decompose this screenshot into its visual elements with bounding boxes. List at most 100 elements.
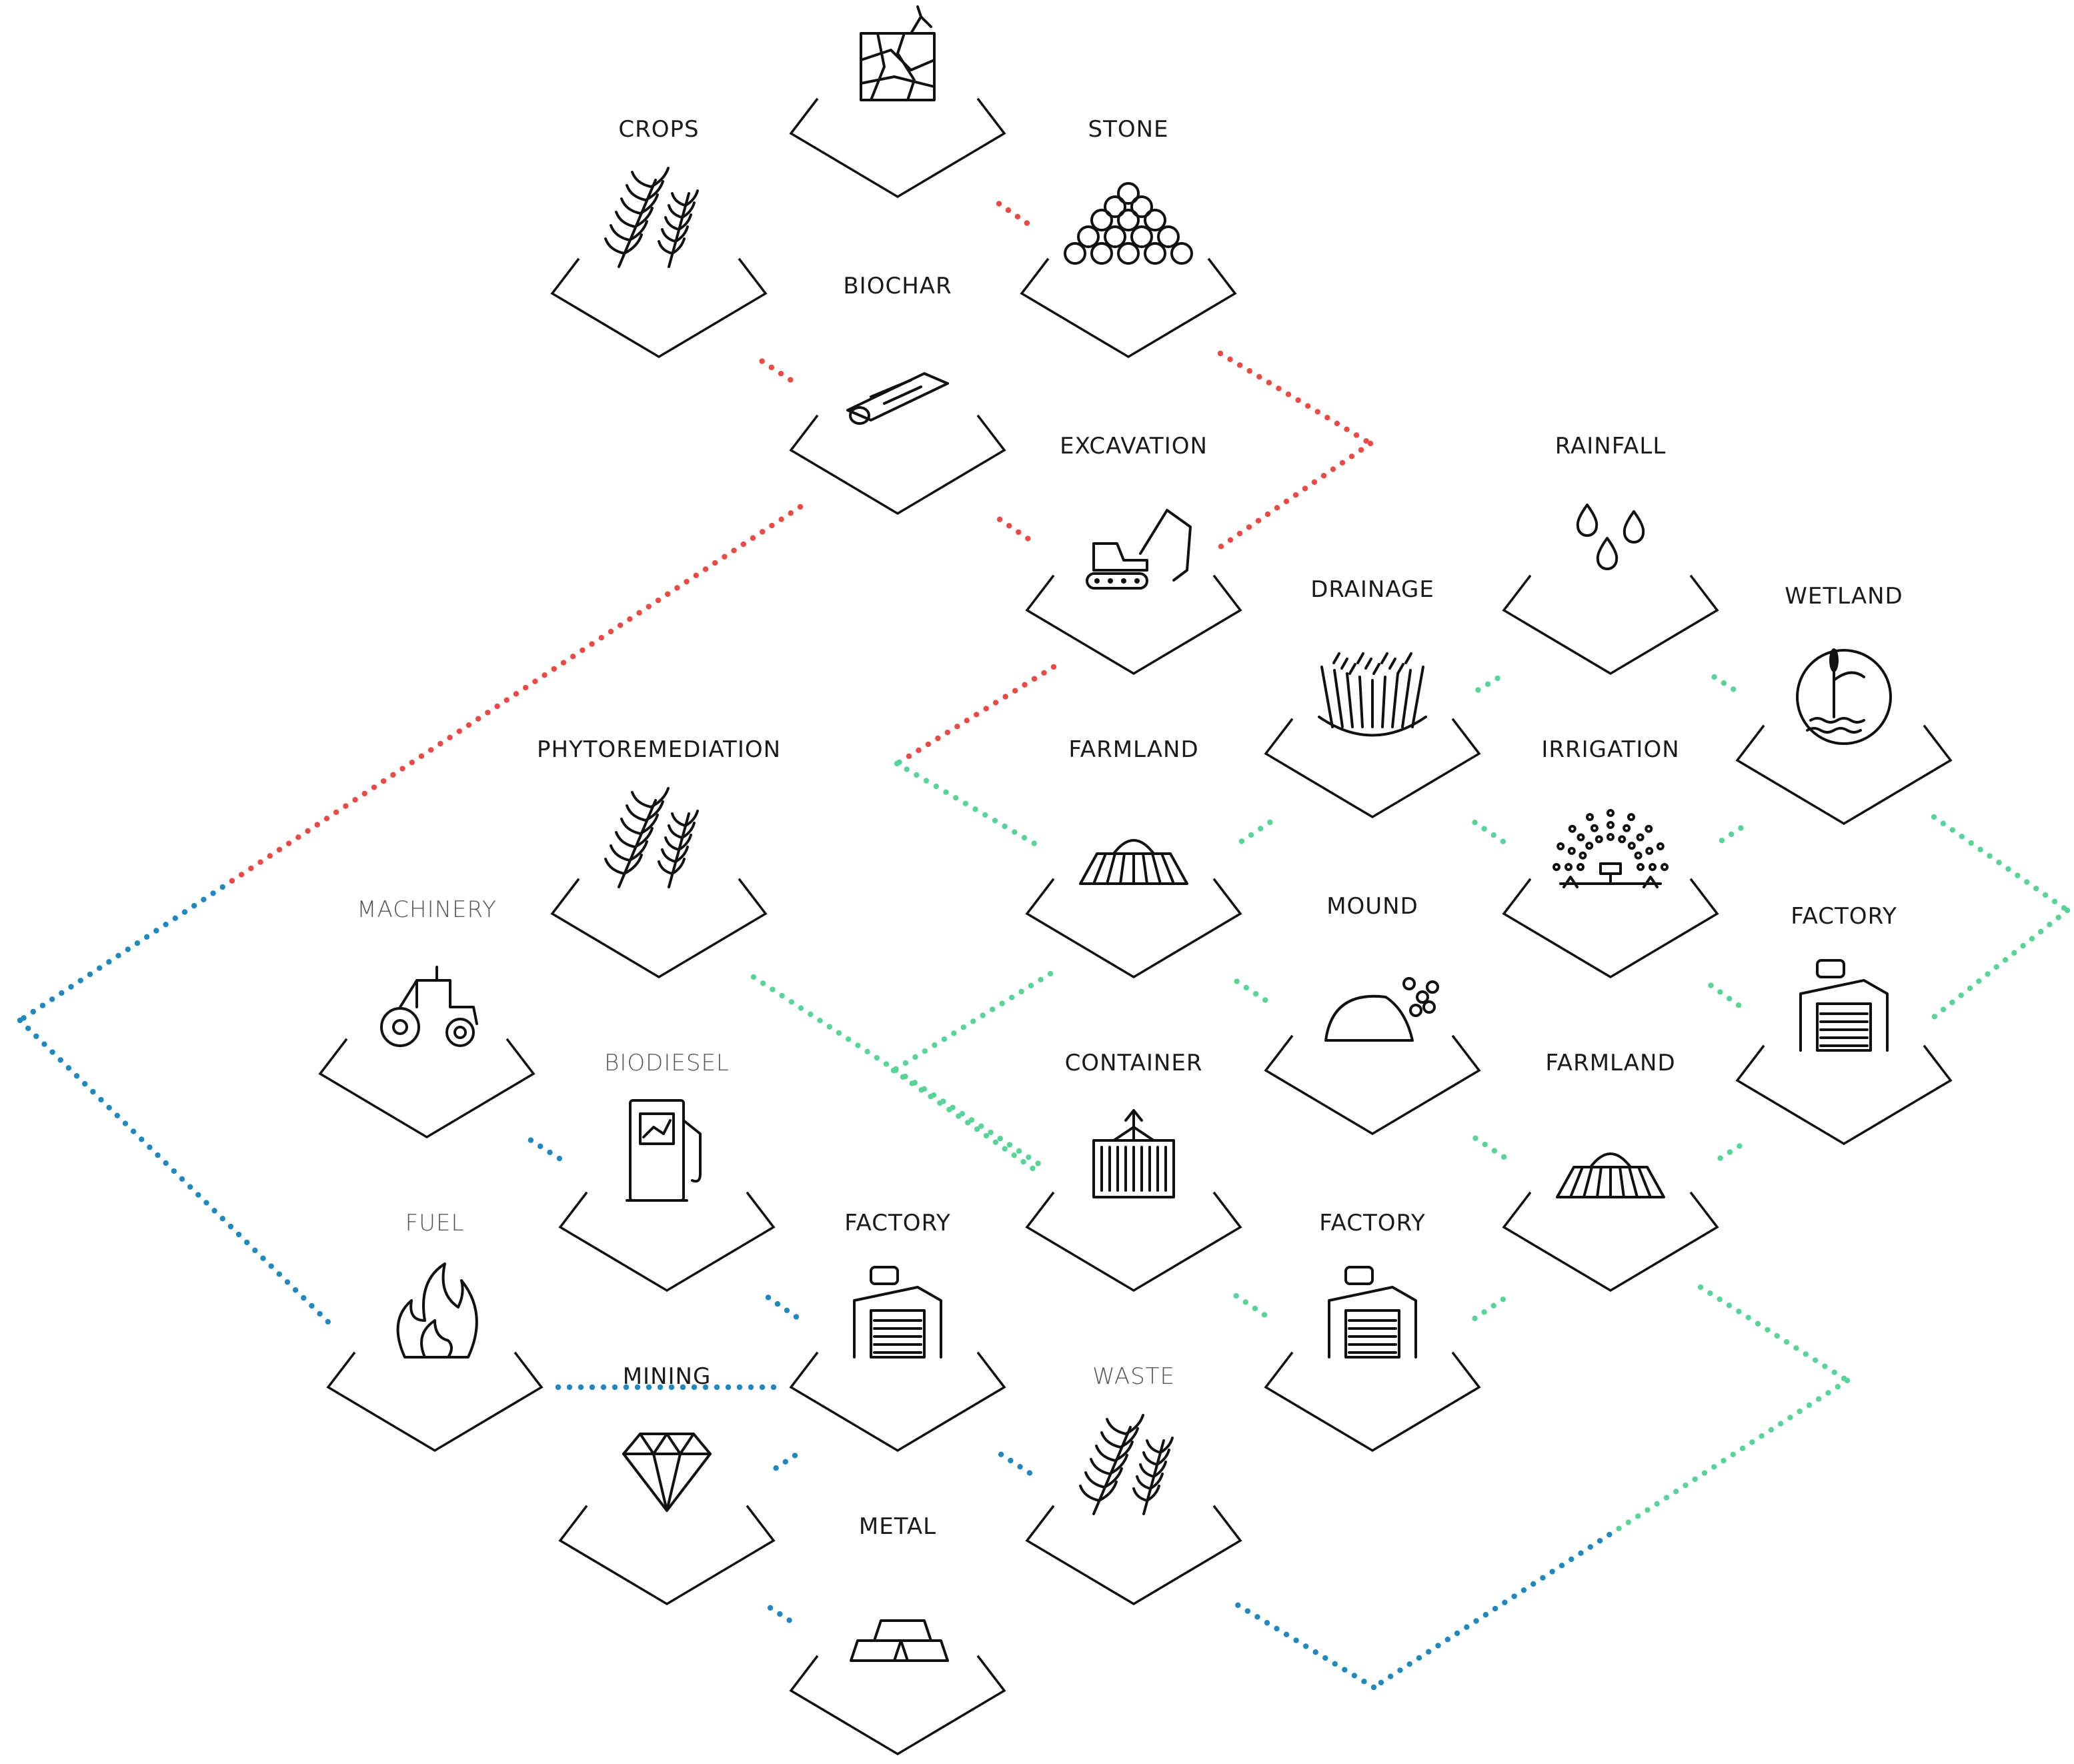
node-label: FACTORY [1319, 1210, 1426, 1236]
diamond-icon [622, 1433, 712, 1512]
node-platform [1502, 1191, 1719, 1292]
node-label: CROPS [618, 116, 699, 143]
node-wetland: WETLAND [1735, 583, 1953, 826]
node-platform [1735, 724, 1953, 826]
log-icon [846, 372, 949, 425]
connector-excavation-to-farmland-1 [894, 664, 1057, 846]
farmland-icon [1556, 1152, 1665, 1198]
metal-bars-icon [850, 1619, 949, 1662]
node-platform [1735, 1044, 1953, 1146]
connector-factory-right-to-farmland-2 [1717, 1143, 1743, 1161]
node-excavation: EXCAVATION [1025, 433, 1242, 676]
node-platform [1502, 878, 1719, 979]
node-label: RAINFALL [1555, 433, 1667, 460]
connector-wetland-to-irrigation [1719, 825, 1744, 844]
connector-container-to-factory-middle [1233, 1292, 1268, 1318]
node-platform [789, 1351, 1006, 1453]
node-label: MOUND [1326, 893, 1418, 920]
node-container: CONTAINER [1025, 1050, 1242, 1292]
node-farmland-1: FARMLAND [1025, 736, 1242, 979]
reeds-bowl-icon [1318, 652, 1427, 737]
node-drainage: DRAINAGE [1264, 576, 1481, 819]
stone-pile-icon [1064, 182, 1193, 265]
connections-layer [17, 201, 2071, 1691]
node-label: IRRIGATION [1541, 736, 1679, 763]
connector-phytoremediation-to-container [750, 974, 1041, 1166]
node-waste: WASTE [1025, 1363, 1242, 1606]
node-label: FACTORY [1791, 903, 1897, 930]
excavator-icon [1086, 509, 1192, 590]
connector-factory-middle-to-farmland-2 [1472, 1296, 1506, 1321]
node-platform [789, 414, 1006, 516]
connector-crops-to-biochar [759, 358, 794, 383]
fuel-pump-icon [626, 1099, 702, 1202]
node-platform [1264, 718, 1481, 819]
node-label: MINING [623, 1363, 712, 1390]
node-label: EXCAVATION [1060, 433, 1208, 460]
node-crops: CROPS [550, 116, 768, 359]
node-platform [789, 97, 1006, 199]
node-label: BIOCHAR [843, 273, 952, 299]
connector-mining-to-metal [767, 1605, 792, 1623]
node-fuel: FUEL [326, 1210, 544, 1453]
connector-wetland-to-factory-right [1931, 814, 2071, 1020]
connector-drainage-to-rainfall [1475, 675, 1500, 693]
node-label: PHYTOREMEDIATION [537, 736, 781, 763]
node-label: FARMLAND [1068, 736, 1198, 763]
connector-irrigation-to-factory-right [1708, 982, 1742, 1008]
connector-stone-to-excavation [1217, 350, 1374, 550]
connector-biodiesel-to-factory-left [765, 1294, 800, 1320]
wheat-icon [1079, 1414, 1174, 1515]
container-icon [1092, 1109, 1175, 1198]
node-platform [558, 1505, 776, 1606]
node-platform [1025, 1191, 1242, 1292]
node-platform [1502, 574, 1719, 676]
connector-pull-down-to-stone [996, 201, 1030, 226]
connector-farmland-2-to-waste [1235, 1284, 1851, 1691]
node-farmland-2: FARMLAND [1502, 1050, 1719, 1292]
node-label: BIODIESEL [604, 1050, 730, 1076]
node-pull-down: PULL DOWN [789, 5, 1006, 199]
connector-machinery-to-biodiesel [528, 1137, 563, 1162]
node-factory-right: FACTORY [1735, 903, 1953, 1146]
wheat-icon [604, 787, 699, 888]
node-mining: MINING [558, 1363, 776, 1606]
farmland-icon [1079, 839, 1188, 885]
node-factory-middle: FACTORY [1264, 1210, 1481, 1453]
connector-farmland-1-to-mound [1234, 978, 1268, 1003]
node-platform [1264, 1351, 1481, 1453]
wetland-icon [1796, 648, 1892, 745]
node-label: WETLAND [1785, 583, 1903, 610]
connector-fuel-to-factory-left [555, 1384, 777, 1391]
connector-drainage-to-farmland-1 [1238, 819, 1273, 844]
node-label: CONTAINER [1065, 1050, 1203, 1076]
node-label: WASTE [1092, 1363, 1175, 1390]
connector-factory-left-to-waste [998, 1451, 1033, 1476]
flame-icon [396, 1262, 478, 1359]
nodes-layer: PULL DOWN CROPS STONE BIOCHAR EXCAVATION RAIN… [318, 5, 1953, 1756]
node-platform [1025, 878, 1242, 979]
factory-icon [853, 1266, 942, 1359]
tractor-icon [380, 966, 478, 1047]
sprinkler-icon [1552, 809, 1669, 888]
connector-farmland-1-to-container [890, 970, 1054, 1172]
node-label: DRAINAGE [1310, 576, 1434, 603]
node-label: STONE [1088, 116, 1168, 143]
connector-rainfall-to-wetland [1711, 674, 1737, 692]
node-label: FACTORY [844, 1210, 951, 1236]
wheat-icon [604, 167, 699, 268]
node-factory-left: FACTORY [789, 1210, 1006, 1453]
node-machinery: MACHINERY [318, 896, 536, 1139]
node-platform [1020, 257, 1237, 359]
node-mound: MOUND [1264, 893, 1481, 1136]
mound-icon [1324, 977, 1439, 1042]
node-biochar: BIOCHAR [789, 273, 1006, 516]
connector-biochar-to-excavation [996, 516, 1031, 542]
node-platform [1025, 574, 1242, 676]
connector-drainage-to-irrigation [1472, 820, 1506, 844]
connector-factory-left-to-mining [773, 1453, 798, 1471]
node-metal: METAL [789, 1513, 1006, 1756]
node-phytoremediation: PHYTOREMEDIATION [537, 736, 781, 979]
node-irrigation: IRRIGATION [1502, 736, 1719, 979]
map-icon [860, 5, 936, 101]
